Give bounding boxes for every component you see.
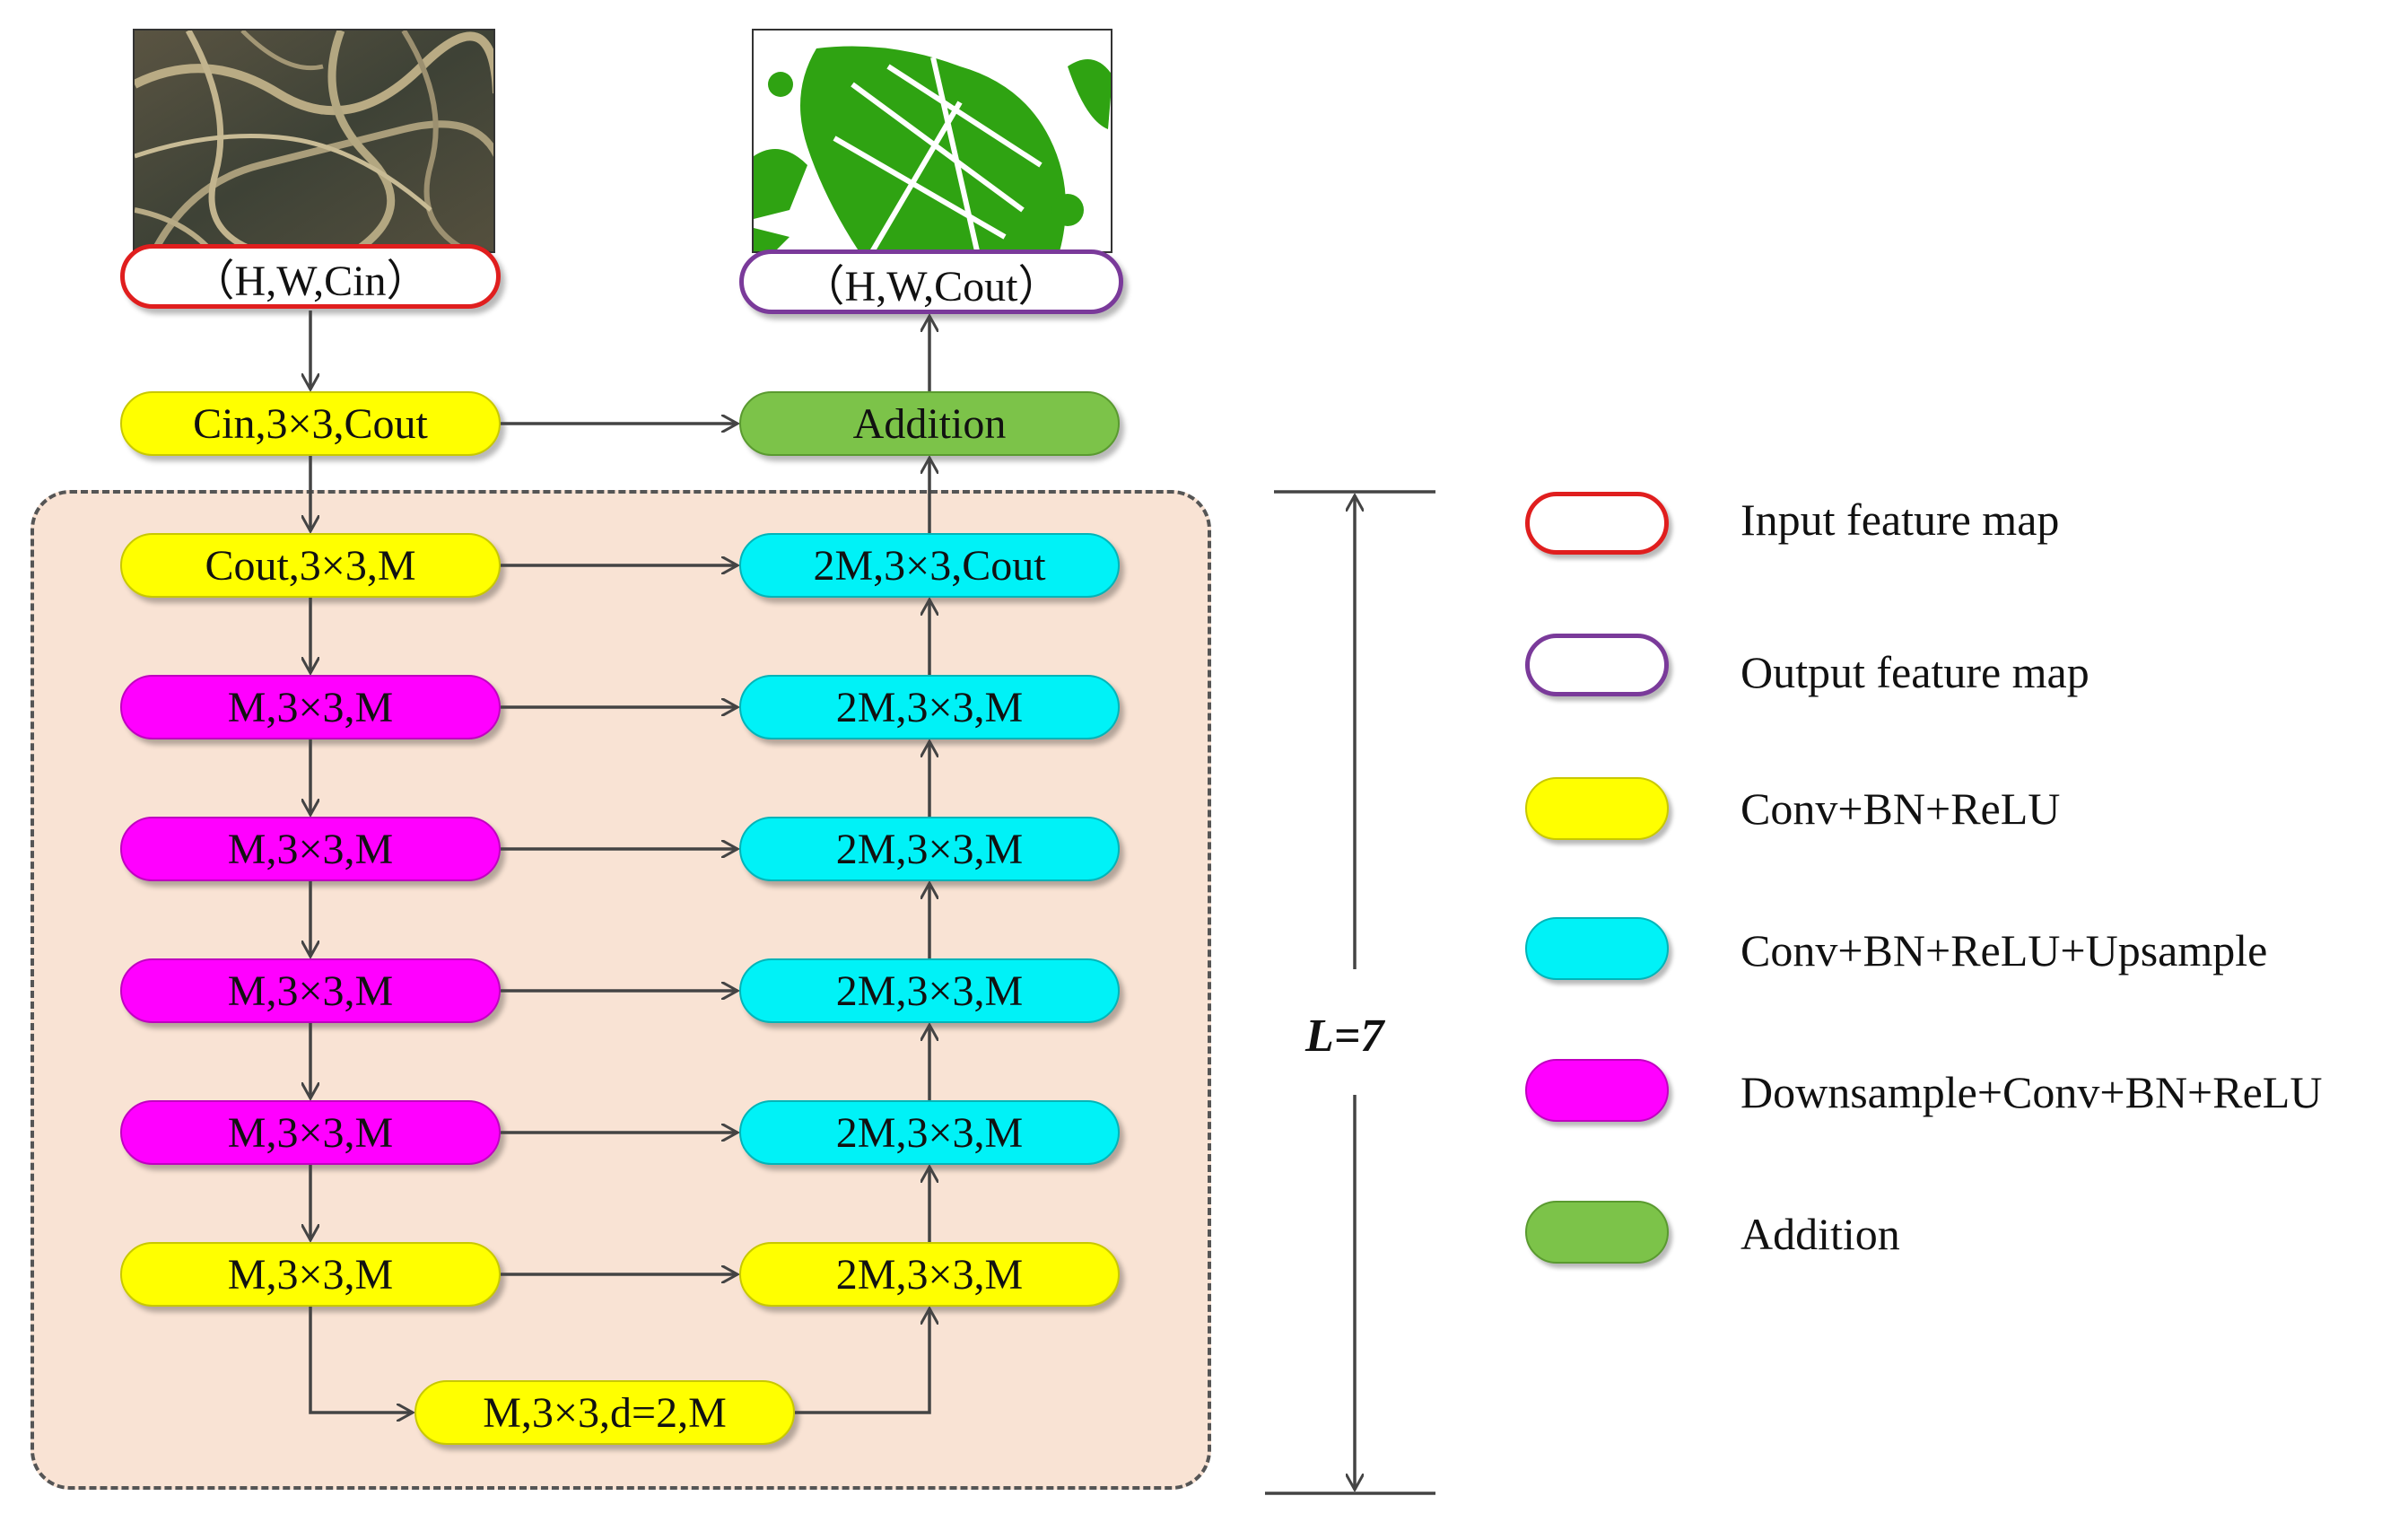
input-node: （H,W,Cin）: [120, 244, 501, 309]
encoder-conv-2: M,3×3,M: [120, 675, 501, 739]
decoder-conv-3: 2M,3×3,M: [739, 817, 1120, 881]
legend-label-addition: Addition: [1741, 1209, 1900, 1259]
decoder-conv-4: 2M,3×3,M: [739, 958, 1120, 1023]
encoder-conv-3: M,3×3,M: [120, 817, 501, 881]
bottleneck-dilated-conv: M,3×3,d=2,M: [414, 1380, 795, 1445]
legend-swatch-downsample: [1525, 1059, 1669, 1122]
legend-swatch-addition: [1525, 1201, 1669, 1264]
decoder-conv-6: 2M,3×3,M: [739, 1242, 1120, 1307]
addition-node: Addition: [739, 391, 1120, 456]
legend-label-downsample: Downsample+Conv+BN+ReLU: [1741, 1067, 2323, 1117]
encoder-conv-4: M,3×3,M: [120, 958, 501, 1023]
decoder-conv-1: 2M,3×3,Cout: [739, 533, 1120, 598]
decoder-conv-2: 2M,3×3,M: [739, 675, 1120, 739]
encoder-conv-6: M,3×3,M: [120, 1242, 501, 1307]
encoder-conv-input: Cin,3×3,Cout: [120, 391, 501, 456]
depth-label: L=7: [1305, 1010, 1384, 1062]
legend-swatch-conv: [1525, 777, 1669, 840]
encoder-conv-1: Cout,3×3,M: [120, 533, 501, 598]
legend-label-conv: Conv+BN+ReLU: [1741, 783, 2061, 834]
legend-label-upsample: Conv+BN+ReLU+Upsample: [1741, 925, 2268, 975]
legend-swatch-input: [1525, 492, 1669, 555]
legend-label-input: Input feature map: [1741, 494, 2060, 545]
output-node: （H,W,Cout）: [739, 249, 1123, 314]
encoder-conv-5: M,3×3,M: [120, 1100, 501, 1165]
legend-label-output: Output feature map: [1741, 647, 2090, 697]
legend-swatch-output: [1525, 634, 1669, 696]
legend-swatch-upsample: [1525, 917, 1669, 980]
decoder-conv-5: 2M,3×3,M: [739, 1100, 1120, 1165]
